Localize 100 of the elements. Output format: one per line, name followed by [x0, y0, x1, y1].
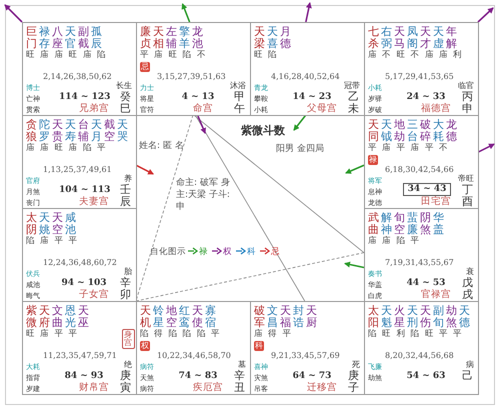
transform-mark: 科 — [254, 341, 264, 351]
star-name: 天贵 — [52, 119, 63, 143]
branch-char: 寅 — [120, 382, 131, 393]
chart-title: 紫微斗数 — [241, 125, 285, 136]
star-name: 月德 — [280, 26, 291, 50]
body-palace-mark: 身宫 — [122, 329, 135, 349]
arrow — [345, 164, 364, 174]
ages-text: 10,22,34,46,58,70 — [157, 352, 231, 360]
star-name: 天月 — [91, 119, 102, 143]
stage-text: 墓 — [238, 361, 246, 369]
arrow — [477, 7, 494, 23]
star-name: 地空 — [166, 305, 177, 329]
branch-char: 子 — [348, 382, 359, 393]
arrow — [478, 143, 495, 153]
connector-line — [193, 114, 364, 254]
stage-text: 衰 — [466, 268, 474, 276]
palace-name: 福德宫 — [421, 104, 451, 114]
star-name: 廉贞 — [140, 26, 151, 50]
decade-range: 44 ~ 53 — [406, 279, 446, 288]
arrow — [293, 114, 306, 131]
palace-name: 父母宫 — [307, 104, 337, 114]
ages-text: 4,16,28,40,52,64 — [271, 73, 340, 81]
decade-range: 74 ~ 83 — [178, 372, 218, 381]
star-name: 天哭 — [117, 119, 128, 143]
brightness-text: 陷 得 陷 陷 陷 平 — [140, 330, 220, 338]
stage-text: 长生 — [116, 82, 132, 90]
ages-text: 1,13,25,37,49,61 — [43, 166, 112, 174]
star-name: 天钺 — [381, 119, 392, 143]
palace-name: 疾厄宫 — [193, 383, 223, 392]
ages-text: 7,19,31,43,55,67 — [385, 259, 454, 267]
palace-cell — [250, 301, 365, 395]
star-name: 天同 — [368, 119, 379, 143]
star-name: 太阴 — [26, 212, 37, 236]
arrow — [4, 4, 23, 23]
ages-text: 2,14,26,38,50,62 — [43, 73, 112, 81]
star-name: 解神 — [381, 212, 392, 236]
decade-range: 64 ~ 73 — [292, 372, 332, 381]
brightness-text: 庙 庙 旺 庙 陷 平 — [26, 144, 106, 152]
transform-mark: 权 — [140, 341, 150, 351]
palace-name: 官禄宫 — [421, 290, 451, 300]
palace-name: 财帛宫 — [79, 383, 109, 392]
star-name: 天寿 — [65, 119, 76, 143]
decade-range: 24 ~ 33 — [406, 93, 446, 102]
star-name: 天姚 — [39, 212, 50, 236]
star-name: 阴煞 — [420, 212, 431, 236]
star-name: 红鸾 — [179, 305, 190, 329]
stage-text: 胎 — [124, 268, 132, 276]
star-name: 台辅 — [78, 119, 89, 143]
palace-name: 迁移宫 — [307, 383, 337, 392]
stage-text: 冠带 — [344, 82, 360, 90]
star-name: 巨门 — [26, 26, 37, 50]
star-name: 封诰 — [293, 305, 304, 329]
arrow — [136, 164, 154, 175]
star-name: 火星 — [394, 305, 405, 329]
palace-cell — [136, 22, 251, 116]
branch-char: 戌 — [462, 289, 473, 300]
decade-range: 54 ~ 63 — [406, 372, 446, 381]
palace-name: 兄弟宫 — [79, 104, 109, 114]
star-name: 咸池 — [65, 212, 76, 236]
star-name: 天才 — [420, 26, 431, 50]
star-name: 陀罗 — [39, 119, 50, 143]
decade-range: 4 ~ 13 — [180, 93, 216, 102]
branch-char: 午 — [234, 103, 245, 114]
star-name: 年解 — [446, 26, 457, 50]
star-name: 寡宿 — [205, 305, 216, 329]
star-name: 右弼 — [381, 26, 392, 50]
star-name: 天福 — [280, 305, 291, 329]
star-name: 天伤 — [420, 305, 431, 329]
stage-text: 死 — [352, 361, 360, 369]
stage-text: 病 — [466, 361, 474, 369]
star-name: 恩光 — [65, 305, 76, 329]
star-name: 文曲 — [52, 305, 63, 329]
info-line: 命主: 破军 身主:天梁 子斗:申 — [176, 177, 231, 214]
decade-range: 104 ~ 113 — [59, 186, 109, 195]
brightness-text: 旺 庙 平 平 — [26, 330, 78, 338]
brightness-text: 庙 不 旺 不 庙 庙 利 — [368, 51, 462, 60]
ages-text: 12,24,36,48,60,72 — [43, 259, 117, 267]
star-name: 龙池 — [192, 26, 203, 50]
stem-char: 戊 — [462, 277, 473, 288]
star-name: 左辅 — [166, 26, 177, 50]
star-name: 天使 — [192, 305, 203, 329]
brightness-text: 庙 庙 陷 平 — [368, 237, 420, 246]
brightness-text: 平 庙 旺 陷 不 — [140, 51, 206, 60]
star-name: 旬空 — [394, 212, 405, 236]
star-name: 截空 — [104, 119, 115, 143]
stem-char: 壬 — [120, 184, 131, 195]
palace-name: 田宅宫 — [421, 197, 451, 206]
ages-text: 3,15,27,39,51,63 — [157, 73, 226, 81]
stem-char: 丁 — [462, 184, 473, 195]
star-name: 天梁 — [254, 26, 265, 50]
ages-text: 5,17,29,41,53,65 — [385, 73, 454, 81]
palace-name: 子女宫 — [79, 290, 109, 300]
star-name: 禄存 — [39, 26, 50, 50]
star-name: 天魁 — [381, 305, 392, 329]
brightness-text: 陷 庙 平 平 — [26, 237, 78, 246]
branch-char: 辰 — [120, 196, 131, 207]
stem-char: 辛 — [234, 370, 245, 381]
star-name: 孤辰 — [91, 26, 102, 50]
palace-cell — [22, 208, 137, 302]
ages-text: 11,23,35,47,59,71 — [43, 352, 117, 360]
